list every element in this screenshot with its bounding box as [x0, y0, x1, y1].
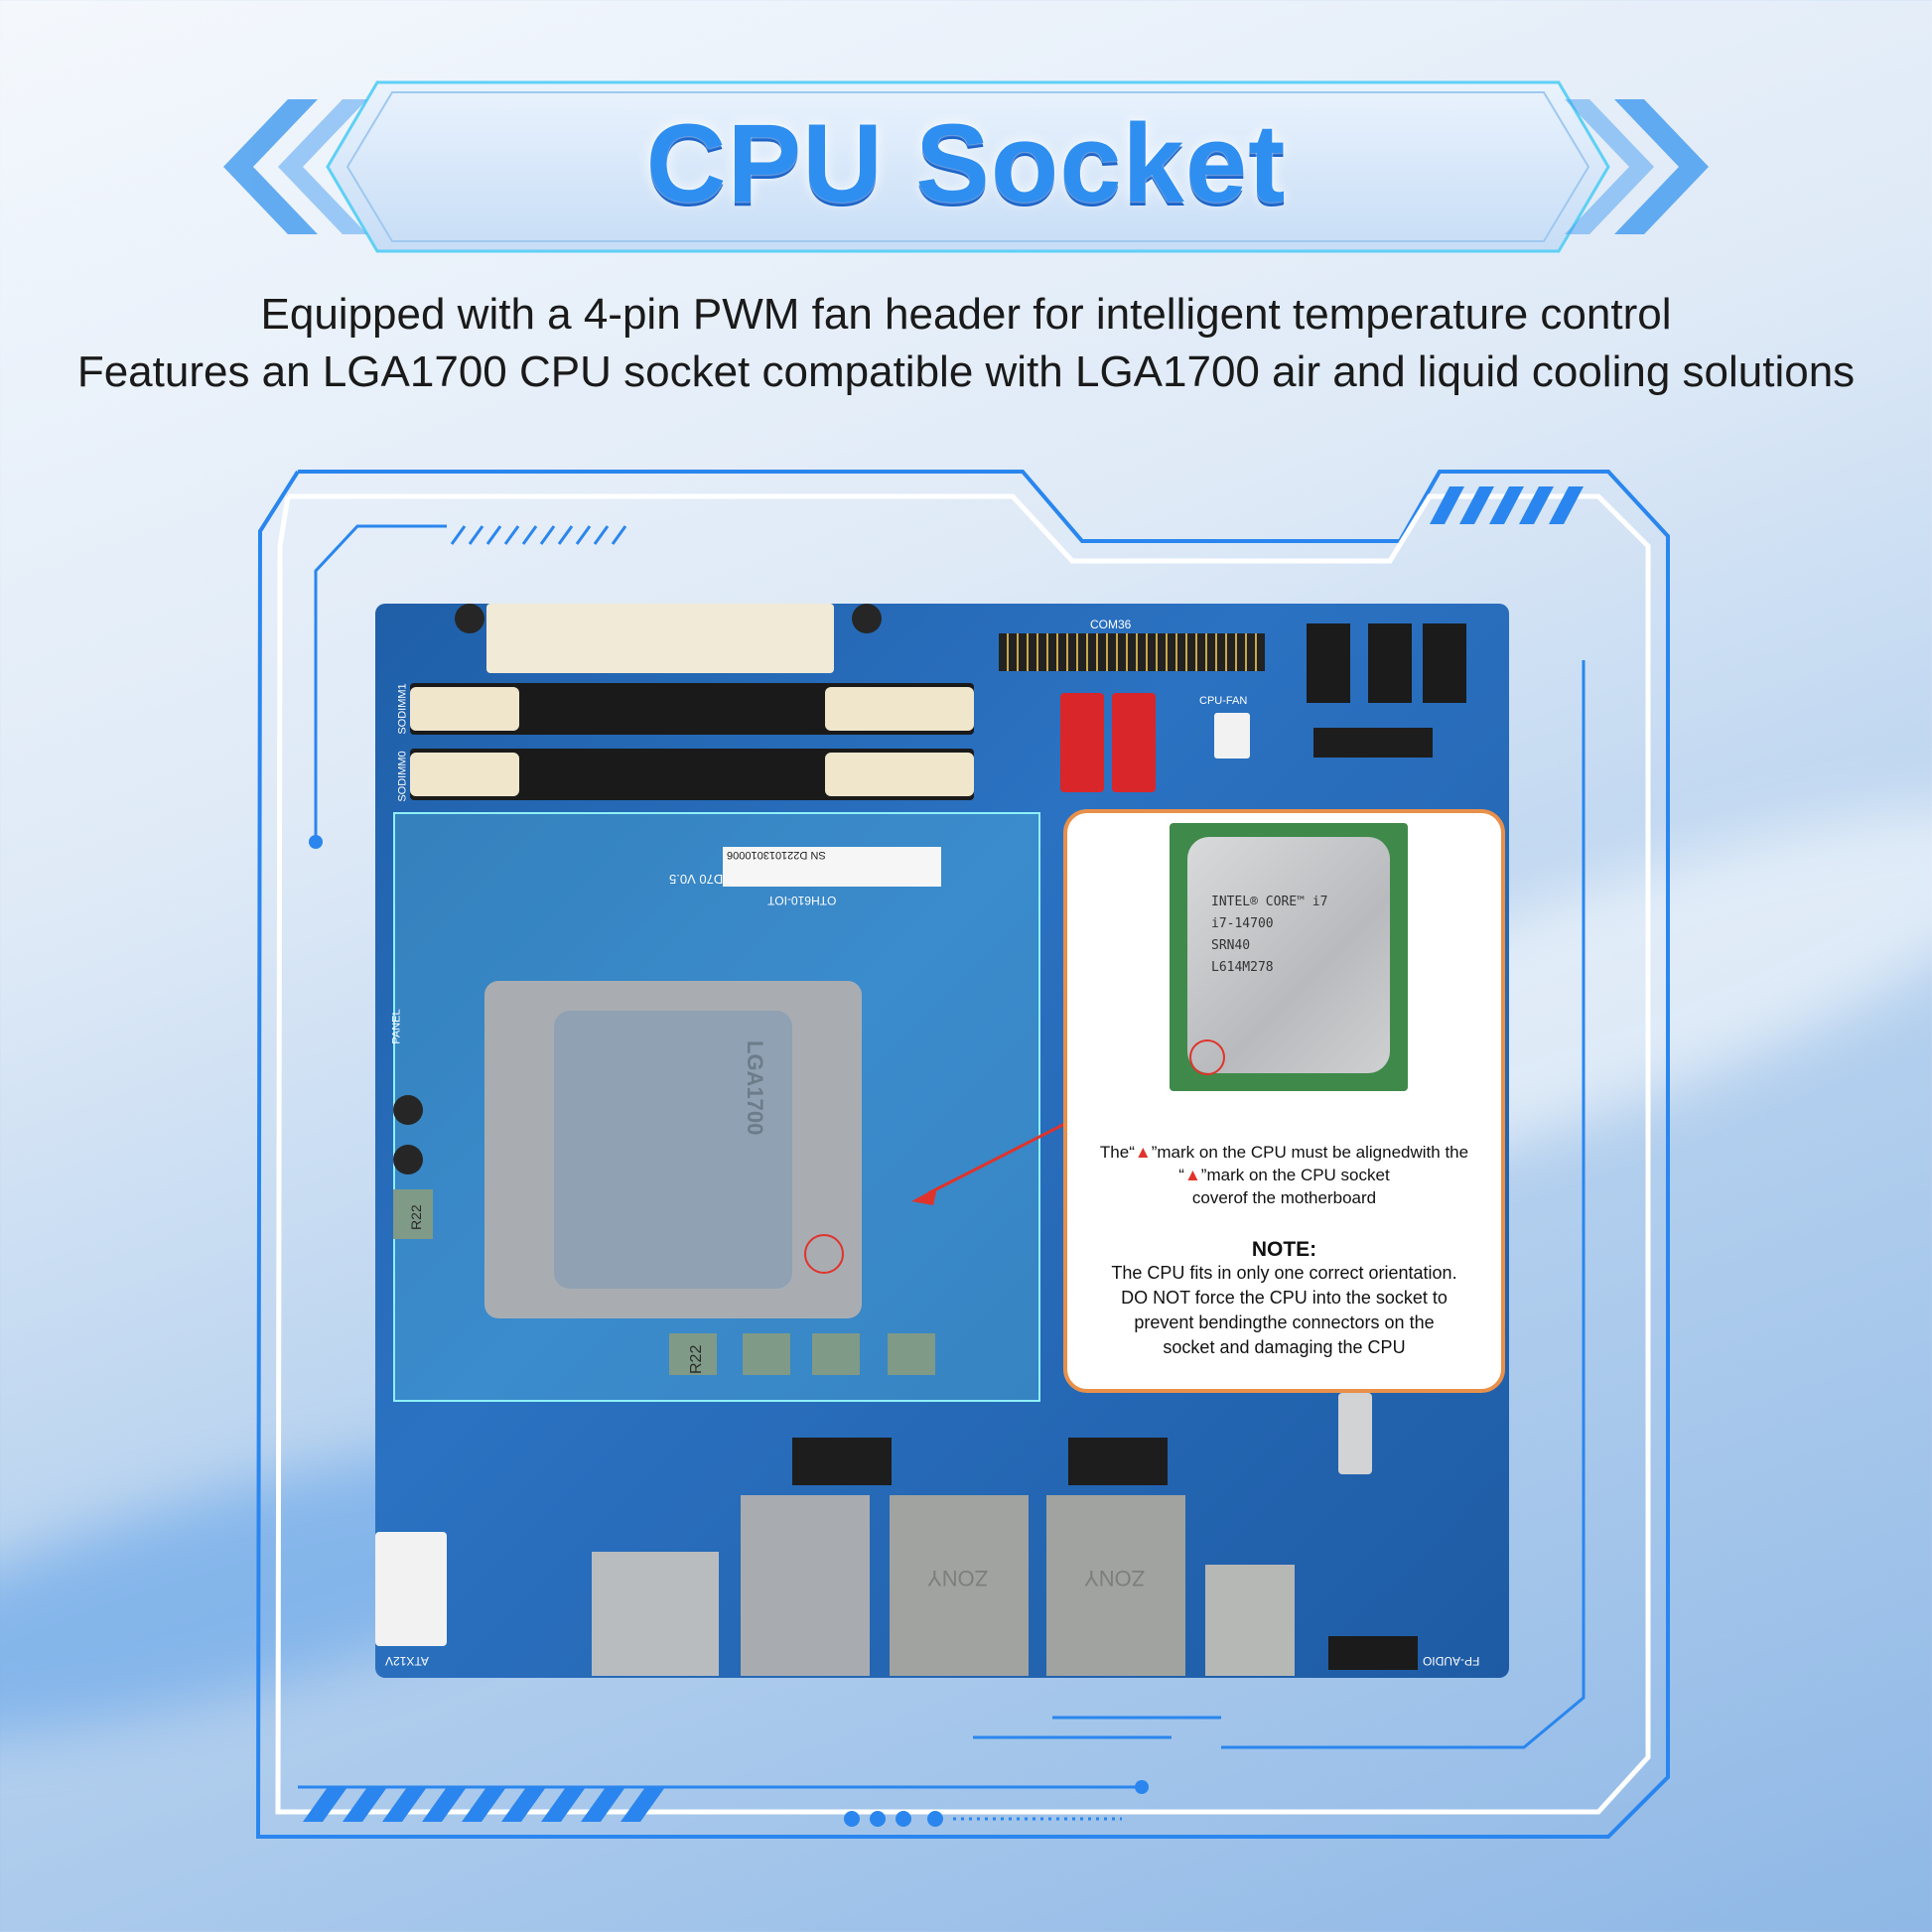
fp-audio-header: [1328, 1636, 1418, 1670]
sn-sticker: SN D221013010006: [723, 847, 941, 887]
cpu-label-brand: INTEL® CORE™ i7: [1211, 895, 1328, 909]
usb-port: [1338, 1393, 1372, 1474]
title-banner: [223, 80, 1709, 253]
inductor: [743, 1333, 790, 1375]
atx-power-connector: [486, 604, 834, 673]
sodimm-slot-0: [410, 749, 974, 800]
sata-port: [1112, 693, 1156, 792]
pin-header: [1368, 623, 1412, 703]
rj45-port: [592, 1552, 719, 1676]
sodimm0-label: SODIMM0: [396, 751, 409, 802]
sata-port: [1060, 693, 1104, 792]
chevron-left-icon: [223, 99, 367, 234]
frame-ticks: [450, 525, 627, 545]
model-label: OTH610-IOT: [767, 894, 837, 907]
rj45-port: ZONY: [890, 1495, 1029, 1676]
cpu-triangle-marker: [1189, 1039, 1225, 1075]
frame-dot: [1135, 1780, 1149, 1794]
inductor: R22: [669, 1333, 717, 1375]
page-title: CPU Socket: [645, 101, 1287, 225]
inductor: R22: [393, 1189, 433, 1239]
cpu-label-model: i7-14700: [1211, 916, 1274, 931]
com-header: [999, 633, 1265, 671]
chevron-right-icon: [1565, 99, 1709, 234]
sn-label: SN D221013010006: [727, 849, 826, 861]
capacitor: [852, 604, 882, 633]
cpu-socket: LGA1700: [484, 981, 862, 1318]
inductor: [888, 1333, 935, 1375]
chip: [1313, 728, 1433, 758]
frame-stripes: [1430, 486, 1584, 524]
note-line-4: socket and damaging the CPU: [1163, 1337, 1406, 1357]
atx12v-connector: [375, 1532, 447, 1646]
cpu-fan-label: CPU-FAN: [1199, 695, 1248, 707]
alignment-instruction-line-1: The“▲”mark on the CPU must be alignedwit…: [1099, 1143, 1469, 1162]
frame-dots: [844, 1811, 943, 1827]
frame-dot: [309, 835, 323, 849]
cpu-label-spec: SRN40: [1211, 938, 1251, 953]
sodimm-slot-1: [410, 683, 974, 735]
sodimm1-label: SODIMM1: [396, 683, 409, 735]
capacitor: [455, 604, 484, 633]
cpu-fan-header: [1214, 713, 1250, 759]
alignment-instruction-line-3: coverof the motherboard: [1191, 1188, 1377, 1207]
rj45-port: ZONY: [1046, 1495, 1185, 1676]
socket-triangle-marker: [804, 1234, 844, 1274]
cpu-label-batch: L614M278: [1211, 960, 1274, 975]
subtitle-line-1: Equipped with a 4-pin PWM fan header for…: [260, 290, 1672, 339]
rj45-port: [741, 1495, 870, 1676]
cpu-orientation-callout: INTEL® CORE™ i7 i7-14700 SRN40 L614M278 …: [1063, 809, 1505, 1393]
capacitor: [393, 1145, 423, 1174]
subtitle-line-2: Features an LGA1700 CPU socket compatibl…: [76, 347, 1856, 396]
note-line-1: The CPU fits in only one correct orienta…: [1111, 1263, 1457, 1283]
pin-header: [1307, 623, 1350, 703]
cpu-heat-spreader: INTEL® CORE™ i7 i7-14700 SRN40 L614M278: [1187, 837, 1390, 1073]
pin-header: [1423, 623, 1466, 703]
capacitor: [393, 1095, 423, 1125]
panel-label: PANEL: [390, 1009, 403, 1044]
audio-jack: [1205, 1565, 1295, 1676]
atx12v-label: ATX12V: [385, 1654, 429, 1668]
chip: [792, 1438, 892, 1485]
alignment-instruction-line-2: “▲”mark on the CPU socket: [1178, 1166, 1390, 1184]
socket-label: LGA1700: [743, 1040, 767, 1136]
cpu-photo: INTEL® CORE™ i7 i7-14700 SRN40 L614M278: [1170, 823, 1408, 1091]
note-line-3: prevent bendingthe connectors on the: [1134, 1312, 1435, 1332]
frame-stripes: [303, 1787, 665, 1822]
note-heading: NOTE:: [1251, 1238, 1317, 1261]
fp-audio-label: FP-AUDIO: [1423, 1654, 1480, 1668]
chip: [1068, 1438, 1168, 1485]
socket-cover: [554, 1011, 792, 1289]
inductor: [812, 1333, 860, 1375]
com36-label: COM36: [1090, 618, 1132, 631]
note-line-2: DO NOT force the CPU into the socket to: [1121, 1288, 1448, 1308]
